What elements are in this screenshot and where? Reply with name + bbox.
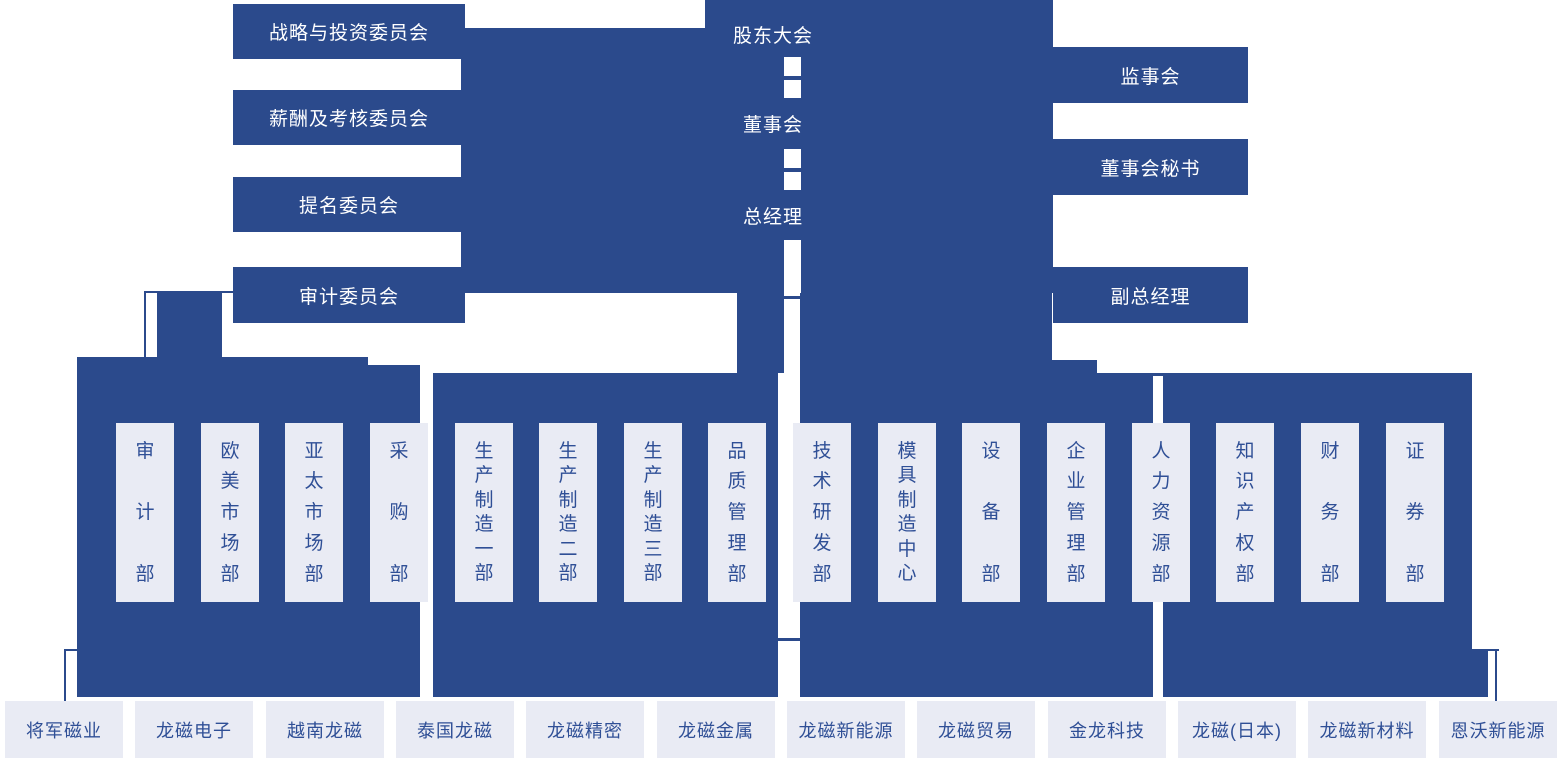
spine-dash-3 bbox=[784, 149, 801, 168]
department-label: 审计部 bbox=[135, 440, 155, 585]
node-strategy-investment-committee: 战略与投资委员会 bbox=[233, 4, 465, 59]
spine-dash-1 bbox=[784, 57, 801, 76]
subsidiary-box-longci-precision: 龙磁精密 bbox=[526, 701, 644, 758]
connector-line-audit-horizontal bbox=[144, 291, 244, 293]
department-box-production-2: 生产制造二部 bbox=[539, 423, 597, 602]
subsidiary-label: 龙磁新材料 bbox=[1319, 720, 1415, 741]
department-box-enterprise-mgmt: 企业管理部 bbox=[1047, 423, 1105, 602]
subsidiary-label: 越南龙磁 bbox=[287, 720, 363, 741]
connector-line-mid-cross bbox=[778, 638, 800, 641]
department-label: 生产制造一部 bbox=[474, 440, 494, 585]
node-label: 董事会秘书 bbox=[1100, 158, 1201, 180]
department-label: 欧美市场部 bbox=[220, 440, 240, 585]
connector-line-bottomleft-horizontal bbox=[64, 649, 77, 651]
department-box-purchasing: 采购部 bbox=[370, 423, 428, 602]
subsidiary-box-jinlong-tech: 金龙科技 bbox=[1048, 701, 1166, 758]
department-label: 生产制造二部 bbox=[558, 440, 578, 585]
subsidiary-box-longci-metal: 龙磁金属 bbox=[657, 701, 775, 758]
spine-dash-2 bbox=[784, 80, 801, 98]
node-shareholders-meeting: 股东大会 bbox=[732, 25, 813, 47]
subsidiary-label: 龙磁电子 bbox=[156, 720, 232, 741]
group-block-admin-step bbox=[1472, 650, 1488, 697]
spine-channel-lower bbox=[784, 293, 800, 373]
department-label: 品质管理部 bbox=[727, 440, 747, 585]
department-label: 财务部 bbox=[1320, 440, 1340, 585]
connector-line-foot-to-right bbox=[1097, 373, 1163, 376]
subsidiary-box-longci-electronics: 龙磁电子 bbox=[135, 701, 253, 758]
trunk-top-notch bbox=[461, 0, 705, 28]
connector-line-spine-cross bbox=[784, 296, 800, 299]
department-box-mold-center: 模具制造中心 bbox=[878, 423, 936, 602]
node-deputy-general-manager: 副总经理 bbox=[1053, 267, 1248, 323]
department-box-equipment: 设备部 bbox=[962, 423, 1020, 602]
department-box-apac-market: 亚太市场部 bbox=[285, 423, 343, 602]
subsidiary-box-longci-new-energy: 龙磁新能源 bbox=[787, 701, 905, 758]
department-label: 生产制造三部 bbox=[643, 440, 663, 585]
department-label: 采购部 bbox=[389, 440, 409, 585]
subsidiary-box-vietnam-longci: 越南龙磁 bbox=[266, 701, 384, 758]
node-label: 审计委员会 bbox=[298, 286, 399, 308]
department-box-securities: 证券部 bbox=[1386, 423, 1444, 602]
connector-line-audit-vertical bbox=[144, 292, 146, 357]
subsidiary-label: 龙磁精密 bbox=[547, 720, 623, 741]
node-general-manager: 总经理 bbox=[742, 206, 803, 228]
department-label: 人力资源部 bbox=[1151, 440, 1171, 585]
trunk-foot-base bbox=[1052, 360, 1097, 373]
subsidiary-label: 龙磁金属 bbox=[678, 720, 754, 741]
department-box-eu-us-market: 欧美市场部 bbox=[201, 423, 259, 602]
subsidiary-label: 龙磁新能源 bbox=[798, 720, 894, 741]
subsidiary-label: 恩沃新能源 bbox=[1450, 720, 1546, 741]
department-box-ip: 知识产权部 bbox=[1216, 423, 1274, 602]
department-box-production-3: 生产制造三部 bbox=[624, 423, 682, 602]
node-supervisory-board: 监事会 bbox=[1053, 47, 1248, 103]
spine-dash-4 bbox=[784, 172, 801, 190]
connector-line-bottomright-horizontal bbox=[1472, 649, 1499, 651]
subsidiary-box-enwo-new-energy: 恩沃新能源 bbox=[1439, 701, 1557, 758]
subsidiary-label: 龙磁(日本) bbox=[1192, 720, 1282, 741]
subsidiary-box-thailand-longci: 泰国龙磁 bbox=[396, 701, 514, 758]
trunk-top-block bbox=[705, 0, 1053, 28]
node-label: 战略与投资委员会 bbox=[268, 23, 429, 44]
spine-channel-upper bbox=[784, 240, 801, 293]
department-box-production-1: 生产制造一部 bbox=[455, 423, 513, 602]
department-label: 模具制造中心 bbox=[897, 440, 917, 585]
subsidiary-label: 龙磁贸易 bbox=[938, 720, 1014, 741]
node-nomination-committee: 提名委员会 bbox=[233, 177, 465, 232]
department-label: 知识产权部 bbox=[1235, 440, 1255, 585]
node-remuneration-appraisal-committee: 薪酬及考核委员会 bbox=[233, 90, 465, 145]
node-label: 副总经理 bbox=[1110, 286, 1191, 308]
subsidiary-box-longci-new-materials: 龙磁新材料 bbox=[1308, 701, 1426, 758]
connector-line-bottomleft-vertical bbox=[64, 649, 66, 701]
department-box-quality: 品质管理部 bbox=[708, 423, 766, 602]
department-label: 证券部 bbox=[1405, 440, 1425, 585]
audit-connector-strip bbox=[157, 293, 222, 357]
department-label: 亚太市场部 bbox=[304, 440, 324, 585]
node-board-secretary: 董事会秘书 bbox=[1053, 139, 1248, 195]
trunk-main-block bbox=[461, 28, 1053, 293]
subsidiary-label: 将军磁业 bbox=[26, 720, 102, 741]
node-label: 提名委员会 bbox=[298, 196, 399, 217]
department-box-audit: 审计部 bbox=[116, 423, 174, 602]
subsidiary-box-jiangjun-magnet: 将军磁业 bbox=[5, 701, 123, 758]
subsidiary-box-longci-trading: 龙磁贸易 bbox=[917, 701, 1035, 758]
department-label: 企业管理部 bbox=[1066, 440, 1086, 585]
connector-line-bottomright-vertical bbox=[1495, 649, 1497, 702]
department-label: 技术研发部 bbox=[812, 440, 832, 585]
subsidiary-label: 金龙科技 bbox=[1069, 720, 1145, 741]
right-group-notch bbox=[1153, 373, 1163, 423]
department-box-hr: 人力资源部 bbox=[1132, 423, 1190, 602]
node-board-of-directors: 董事会 bbox=[742, 114, 803, 136]
node-audit-committee: 审计委员会 bbox=[233, 267, 465, 323]
node-label: 薪酬及考核委员会 bbox=[268, 109, 429, 130]
subsidiary-label: 泰国龙磁 bbox=[417, 720, 493, 741]
node-label: 监事会 bbox=[1120, 66, 1181, 88]
subsidiary-box-longci-japan: 龙磁(日本) bbox=[1178, 701, 1296, 758]
department-box-finance: 财务部 bbox=[1301, 423, 1359, 602]
department-box-rnd: 技术研发部 bbox=[793, 423, 851, 602]
department-label: 设备部 bbox=[981, 440, 1001, 585]
